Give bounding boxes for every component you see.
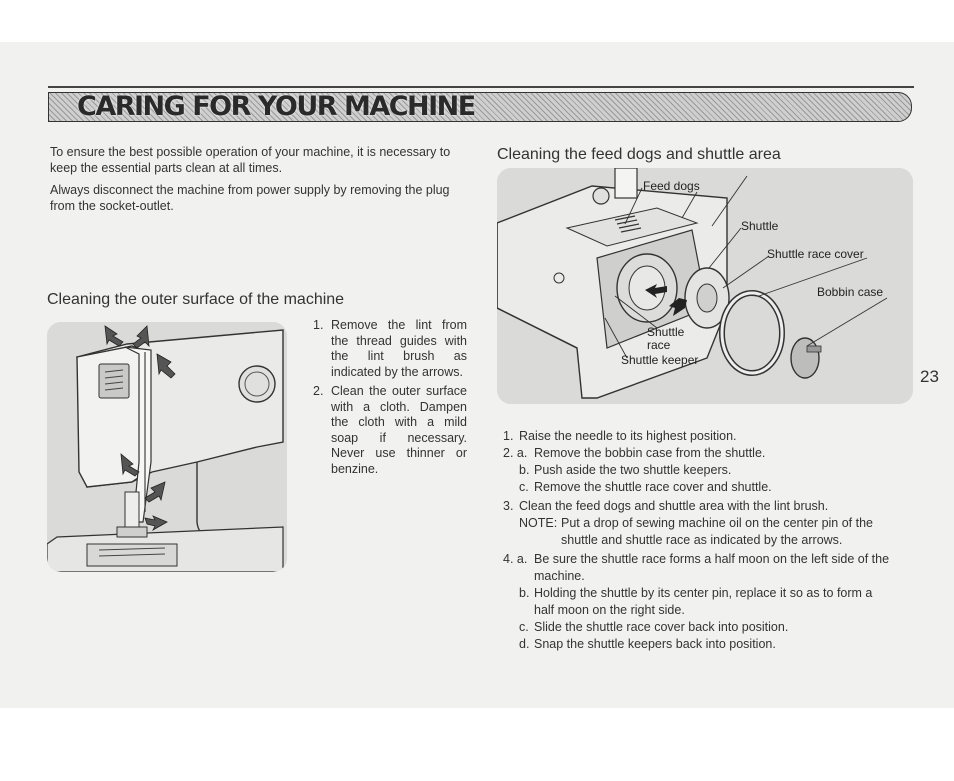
step-text: Push aside the two shuttle keepers. (534, 463, 732, 477)
outer-step-2: 2. Clean the outer surface with a cloth.… (313, 384, 467, 477)
step-text: Snap the shuttle keepers back into posit… (534, 637, 776, 651)
note-text: Put a drop of sewing machine oil on the … (561, 516, 873, 530)
step-text: Raise the needle to its highest position… (519, 429, 737, 443)
step-number: b. (519, 463, 530, 477)
page-title: CARING FOR YOUR MACHINE (77, 91, 476, 122)
step-number: b. (519, 586, 530, 600)
feed-step: machine. (503, 568, 913, 585)
label-shuttle-race-1: Shuttle (647, 325, 685, 339)
feed-note: shuttle and shuttle race as indicated by… (503, 532, 913, 551)
step-text: Be sure the shuttle race forms a half mo… (534, 552, 890, 566)
step-number: 3. (503, 499, 514, 513)
shuttle-area-drawing: Feed dogs Shuttle Shuttle race cover Bob… (497, 168, 913, 404)
page-number: 23 (920, 367, 939, 386)
note-text: shuttle and shuttle race as indicated by… (561, 533, 843, 547)
note-label: NOTE: (519, 516, 558, 530)
sewing-machine-illustration (47, 322, 287, 572)
step-text: Remove the lint from the thread guides w… (331, 318, 467, 379)
feed-step: b. Push aside the two shuttle keepers. (503, 462, 913, 479)
feed-step: 3. Clean the feed dogs and shuttle area w… (503, 498, 913, 515)
feed-heading: Cleaning the feed dogs and shuttle area (497, 146, 781, 163)
feed-step: 1. Raise the needle to its highest positi… (503, 428, 913, 445)
feed-step: 2. a. Remove the bobbin case from the shu… (503, 445, 913, 462)
sewing-machine-drawing (47, 322, 287, 572)
arrow-icon (645, 284, 687, 316)
feed-step: 4. a. Be sure the shuttle race forms a ha… (503, 551, 913, 568)
title-band: CARING FOR YOUR MACHINE (48, 91, 912, 122)
feed-steps: 1. Raise the needle to its highest positi… (503, 428, 913, 653)
label-feed-dogs: Feed dogs (643, 179, 700, 193)
label-shuttle-race-2: race (647, 338, 671, 352)
label-shuttle: Shuttle (741, 219, 779, 233)
top-rule (48, 86, 914, 88)
label-shuttle-race-cover: Shuttle race cover (767, 247, 864, 261)
feed-step: half moon on the right side. (503, 602, 913, 619)
arrow-icon (104, 325, 176, 532)
step-text: half moon on the right side. (534, 603, 685, 617)
outer-step-1: 1. Remove the lint from the thread guide… (313, 318, 467, 380)
step-number: 2. a. (503, 446, 528, 460)
step-number: c. (519, 620, 529, 634)
feed-step: d. Snap the shuttle keepers back into pos… (503, 636, 913, 653)
step-number: 1. (313, 318, 324, 332)
step-number: 1. (503, 429, 514, 443)
intro-paragraph-1: To ensure the best possible operation of… (50, 145, 451, 175)
outer-steps: 1. Remove the lint from the thread guide… (313, 318, 467, 481)
step-text: Clean the outer surface with a cloth. Da… (331, 384, 467, 476)
label-bobbin-case: Bobbin case (817, 285, 883, 299)
feed-step: c. Remove the shuttle race cover and shut… (503, 479, 913, 498)
step-text: Holding the shuttle by its center pin, r… (534, 586, 873, 600)
step-text: Clean the feed dogs and shuttle area wit… (519, 499, 829, 513)
outer-heading: Cleaning the outer surface of the machin… (47, 291, 345, 308)
step-number: 4. a. (503, 552, 528, 566)
step-number: c. (519, 480, 529, 494)
shuttle-area-illustration: Feed dogs Shuttle Shuttle race cover Bob… (497, 168, 913, 404)
step-number: 2. (313, 384, 324, 398)
feed-note: NOTE:Put a drop of sewing machine oil on… (503, 515, 913, 532)
intro-paragraph-2: Always disconnect the machine from power… (50, 183, 450, 213)
label-shuttle-keeper: Shuttle keeper (621, 353, 698, 367)
step-text: Remove the shuttle race cover and shuttl… (534, 480, 772, 494)
feed-step: c. Slide the shuttle race cover back into… (503, 619, 913, 636)
step-text: Slide the shuttle race cover back into p… (534, 620, 789, 634)
step-text: machine. (534, 569, 585, 583)
step-text: Remove the bobbin case from the shuttle. (534, 446, 766, 460)
step-number: d. (519, 637, 530, 651)
feed-step: b. Holding the shuttle by its center pin,… (503, 585, 913, 602)
